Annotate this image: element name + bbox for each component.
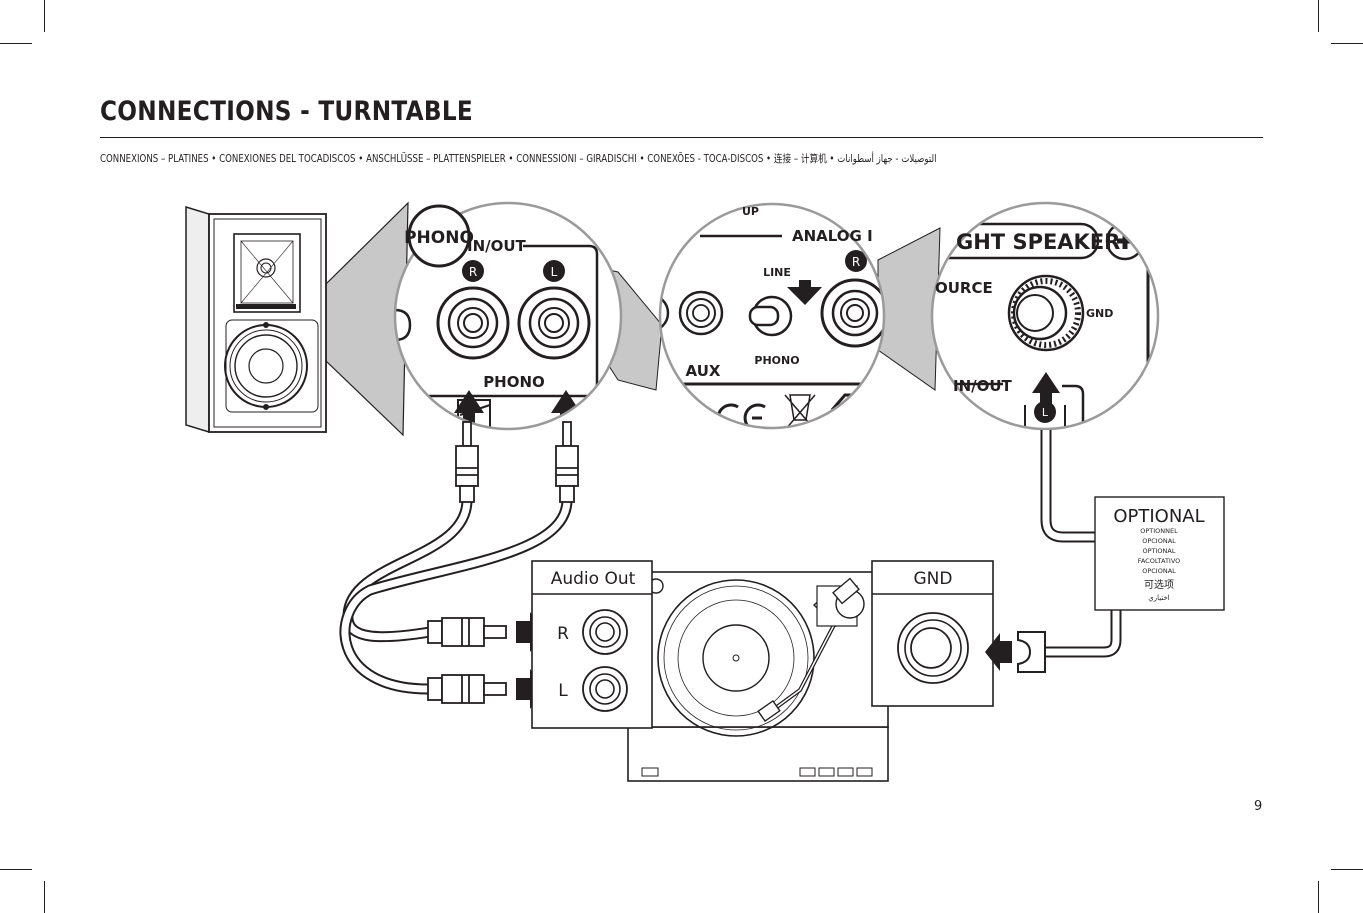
audio-out-right-label: R (557, 624, 569, 644)
crop-mark (1331, 43, 1363, 44)
optional-line: اختياري (1148, 594, 1170, 602)
selector-analog-label: ANALOG I (792, 227, 873, 245)
speaker-illustration (185, 205, 327, 434)
rca-plug (427, 617, 507, 704)
arrow-icon (985, 633, 1012, 671)
audio-out-left-label: L (558, 681, 568, 701)
audio-out-label: Audio Out (551, 569, 636, 589)
arrow-icon (516, 612, 545, 652)
optional-line: OPCIONAL (1142, 537, 1176, 545)
gnd-terminal-box (816, 577, 865, 627)
selector-up-label: UP (742, 205, 759, 218)
rca-plug (455, 421, 579, 503)
gnd-panel (871, 560, 994, 707)
gnd-panel-label: GND (914, 569, 953, 589)
phono-badge-label: PHONO (404, 228, 474, 248)
rca-cable (339, 430, 1122, 695)
ground-spade-connector (1017, 631, 1046, 673)
crop-mark (1318, 0, 1319, 32)
phono-group-label: PHONO (483, 373, 545, 391)
optional-title: OPTIONAL (1113, 506, 1204, 527)
ground-in-out-label: IN/OUT (953, 377, 1013, 395)
callout-ring (930, 201, 1160, 431)
crop-mark (1331, 869, 1363, 870)
callout-ring (658, 202, 886, 430)
selector-line-label: LINE (763, 266, 791, 279)
optional-line: FACOLTATIVO (1138, 557, 1181, 565)
ground-callout (932, 203, 1158, 429)
selector-right-label: R (852, 255, 860, 269)
optional-line: OPTIONNEL (1140, 527, 1178, 535)
crop-mark (0, 43, 32, 44)
title-rule (100, 137, 1263, 138)
phono-left-label: L (551, 265, 558, 279)
crop-mark (44, 0, 45, 32)
selector-aux-label: AUX (686, 362, 721, 380)
ground-gnd-label: GND (1086, 307, 1113, 320)
page-number: 9 (1254, 799, 1263, 814)
page-title: CONNECTIONS - TURNTABLE (100, 96, 474, 127)
arrow-icon (516, 669, 545, 709)
ground-left-label: L (1042, 406, 1049, 419)
optional-line: 可选项 (1144, 578, 1174, 591)
selector-phono-label: PHONO (754, 354, 799, 367)
crop-mark (1318, 881, 1319, 913)
phono-badge (407, 204, 471, 268)
crop-mark (0, 869, 32, 870)
phono-in-out-label: IN/OUT (467, 237, 527, 255)
zoom-cone (877, 227, 941, 391)
label-mask (465, 236, 523, 254)
callout-ring (393, 201, 623, 431)
audio-out-panel (531, 560, 653, 729)
phono-right-label: R (469, 265, 477, 279)
crop-mark (44, 881, 45, 913)
optional-line: OPTIONAL (1143, 547, 1176, 555)
ground-source-label: OURCE (935, 279, 993, 297)
selector-callout (660, 204, 884, 428)
optional-line: OPCIONAL (1142, 567, 1176, 575)
page-subtitle: CONNEXIONS – PLATINES • CONEXIONES DEL T… (100, 153, 937, 165)
optional-box (1094, 496, 1225, 611)
ground-speaker-label: GHT SPEAKER (956, 230, 1120, 254)
